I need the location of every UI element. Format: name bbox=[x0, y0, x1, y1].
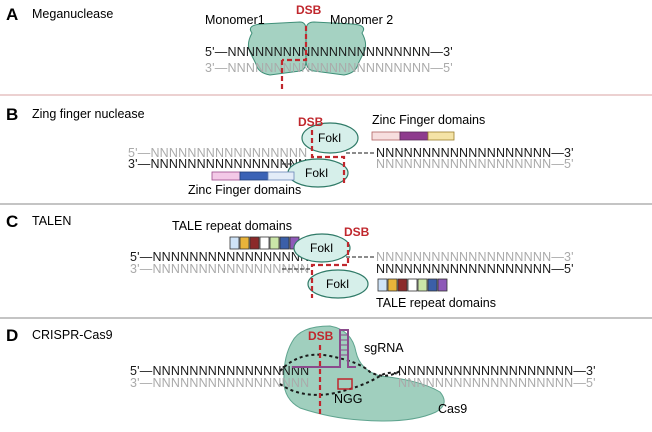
tale-bottom-domain-7 bbox=[437, 278, 448, 292]
panel-c-fokl-bottom-label: FokI bbox=[326, 277, 349, 291]
panel-c-fokl-bottom bbox=[307, 269, 369, 299]
panel-b-top-right-strand: NNNNNNNNNNNNNNNNNNN—3' bbox=[376, 146, 574, 160]
panel-d-top-right-strand: NNNNNNNNNNNNNNNNNNN—3' bbox=[398, 364, 596, 378]
tale-bottom-domain-3 bbox=[397, 278, 408, 292]
zf-top-domain-3 bbox=[427, 131, 455, 141]
tale-bottom-domain-2 bbox=[387, 278, 398, 292]
panel-c-top-right-strand: NNNNNNNNNNNNNNNNNNN—3' bbox=[376, 250, 574, 264]
panel-d-letter: D bbox=[6, 326, 18, 345]
monomer1-label: Monomer1 bbox=[205, 13, 265, 27]
panel-a-title: Meganuclease bbox=[32, 7, 113, 21]
panel-c-top-left-strand: 5'—NNNNNNNNNNNNNNNNN bbox=[130, 250, 309, 264]
sgrna-hairpin bbox=[340, 334, 348, 356]
panel-c-fokl-top bbox=[293, 233, 351, 263]
monomer2-shape bbox=[305, 21, 367, 76]
panel-b-dsb-label: DSB bbox=[298, 115, 324, 129]
pam-box bbox=[337, 378, 353, 390]
panel-b-zf-bottom-label: Zinc Finger domains bbox=[188, 183, 301, 197]
panel-a: A Meganuclease Monomer1 Monomer 2 DSB 5'… bbox=[0, 3, 652, 96]
cas9-label: Cas9 bbox=[438, 402, 467, 416]
panel-a-dsb-label: DSB bbox=[296, 3, 322, 17]
panel-b-zf-top-domains bbox=[371, 131, 455, 141]
zf-top-domain-1 bbox=[371, 131, 401, 141]
pam-label: NGG bbox=[334, 392, 362, 406]
panel-d-title: CRISPR-Cas9 bbox=[32, 328, 113, 342]
sgrna-strand bbox=[292, 329, 356, 368]
panel-c-tale-bottom-domains bbox=[377, 278, 448, 292]
panel-d-top-left-strand: 5'—NNNNNNNNNNNNNNNNN bbox=[130, 364, 309, 378]
tale-top-domain-1 bbox=[229, 236, 240, 250]
panel-b-dsb-cut bbox=[310, 130, 346, 185]
panel-d-strand-top-unwound bbox=[279, 353, 401, 377]
zf-bottom-domain-3 bbox=[267, 171, 295, 181]
tale-top-domain-6 bbox=[279, 236, 290, 250]
tale-bottom-domain-1 bbox=[377, 278, 388, 292]
panel-c-letter: C bbox=[6, 212, 18, 231]
panel-c-dsb-label: DSB bbox=[344, 225, 370, 239]
panel-d-bottom-right-strand: NNNNNNNNNNNNNNNNNNN—5' bbox=[398, 376, 596, 390]
tale-bottom-domain-5 bbox=[417, 278, 428, 292]
panel-b: B Zing finger nuclease 5'—NNNNNNNNNNNNNN… bbox=[0, 105, 652, 205]
tale-top-domain-2 bbox=[239, 236, 250, 250]
panel-c-dsb-cut bbox=[310, 242, 350, 298]
panel-c: C TALEN TALE repeat domains 5'—NNNNNNNNN… bbox=[0, 212, 652, 319]
tale-top-domain-5 bbox=[269, 236, 280, 250]
panel-c-tale-top-domains bbox=[229, 236, 300, 250]
panel-d-dsb-label: DSB bbox=[308, 329, 334, 343]
tale-top-domain-3 bbox=[249, 236, 260, 250]
panel-b-fokl-top-label: FokI bbox=[318, 131, 341, 145]
panel-d-strand-bottom-unwound bbox=[279, 371, 401, 396]
monomer2-label: Monomer 2 bbox=[330, 13, 393, 27]
panel-a-top-strand: 5'—NNNNNNNNNNNNNNNNNNNNNN—3' bbox=[205, 45, 453, 59]
panel-c-bottom-right-strand: NNNNNNNNNNNNNNNNNNN—5' bbox=[376, 262, 574, 276]
tale-bottom-domain-4 bbox=[407, 278, 418, 292]
panel-c-fokl-top-label: FokI bbox=[310, 241, 333, 255]
panel-b-fokl-bottom-label: FokI bbox=[305, 166, 328, 180]
panel-c-tale-top-label: TALE repeat domains bbox=[172, 219, 292, 233]
zf-bottom-domain-1 bbox=[211, 171, 241, 181]
panel-c-bottom-left-strand: 3'—NNNNNNNNNNNNNNNNN bbox=[130, 262, 309, 276]
panel-b-top-left-strand: 5'—NNNNNNNNNNNNNNNNN bbox=[128, 146, 307, 160]
monomer1-shape bbox=[247, 21, 307, 76]
tale-bottom-domain-6 bbox=[427, 278, 438, 292]
sgrna-label: sgRNA bbox=[364, 341, 404, 355]
panel-a-bottom-strand: 3'—NNNNNNNNNNNNNNNNNNNNNN—5' bbox=[205, 61, 453, 75]
zf-top-domain-2 bbox=[399, 131, 429, 141]
panel-d: D CRISPR-Cas9 5'—NNNNNNNNNNNNNNNNN 3'—NN… bbox=[6, 325, 596, 422]
panel-c-tale-bottom-label: TALE repeat domains bbox=[376, 296, 496, 310]
panel-b-letter: B bbox=[6, 105, 18, 124]
panel-b-title: Zing finger nuclease bbox=[32, 107, 145, 121]
panel-b-fokl-top bbox=[301, 122, 359, 154]
panel-a-dsb-cut bbox=[280, 26, 308, 90]
panel-d-bottom-left-strand: 3'—NNNNNNNNNNNNNNNNN bbox=[130, 376, 309, 390]
panel-c-title: TALEN bbox=[32, 214, 71, 228]
zf-bottom-domain-2 bbox=[239, 171, 269, 181]
panel-a-letter: A bbox=[6, 5, 18, 24]
panel-b-bottom-right-strand: NNNNNNNNNNNNNNNNNNN—5' bbox=[376, 157, 574, 171]
tale-top-domain-4 bbox=[259, 236, 270, 250]
panel-b-bottom-left-strand: 3'—NNNNNNNNNNNNNNNNN bbox=[128, 157, 307, 171]
panel-b-zf-bottom-domains bbox=[211, 171, 295, 181]
panel-b-zf-top-label: Zinc Finger domains bbox=[372, 113, 485, 127]
